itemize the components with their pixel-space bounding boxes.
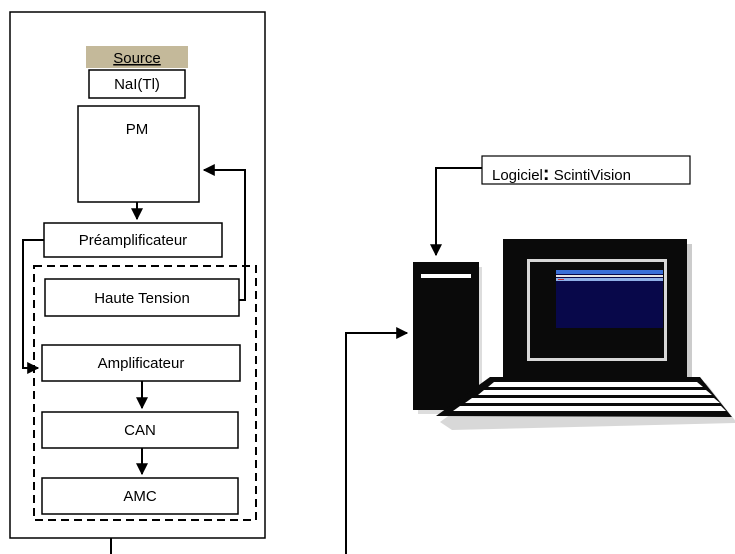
hv-to-pm-arrow bbox=[202, 164, 246, 301]
amp-box bbox=[41, 344, 241, 382]
detector-box bbox=[88, 69, 186, 99]
electronics-enclosure bbox=[33, 265, 257, 521]
software-label-box bbox=[481, 155, 691, 185]
can-label: CAN bbox=[124, 422, 156, 439]
computer-tower bbox=[413, 262, 479, 410]
amc-box bbox=[41, 477, 239, 515]
keyboard-row-2 bbox=[478, 390, 712, 395]
hv-box bbox=[44, 278, 240, 317]
software-window-toolbar bbox=[556, 278, 663, 281]
software-label: Logiciel: ScintiVision bbox=[492, 163, 631, 185]
software-window-menubar bbox=[556, 275, 663, 277]
software-label-name: ScintiVision bbox=[550, 167, 631, 184]
detector-label: NaI(Tl) bbox=[114, 76, 160, 93]
pm-label: PM bbox=[126, 121, 149, 138]
software-label-prefix: Logiciel bbox=[492, 167, 543, 184]
software-arrow bbox=[430, 167, 482, 257]
computer-input-arrow bbox=[345, 327, 409, 554]
preamp-label: Préamplificateur bbox=[79, 232, 187, 249]
pm-box bbox=[77, 105, 200, 203]
keyboard-row-4 bbox=[453, 406, 726, 411]
preamp-to-amp-arrow bbox=[22, 239, 44, 374]
source-label: Source bbox=[113, 50, 161, 67]
can-box bbox=[41, 411, 239, 449]
source-box bbox=[86, 46, 188, 68]
preamp-box bbox=[43, 222, 223, 258]
amc-label: AMC bbox=[123, 488, 157, 505]
amp-label: Amplificateur bbox=[98, 355, 185, 372]
keyboard-row-1 bbox=[488, 382, 703, 387]
software-window-icon bbox=[558, 279, 564, 280]
keyboard-row-3 bbox=[465, 398, 720, 403]
computer-icon bbox=[413, 239, 735, 430]
tower-drive-slot bbox=[421, 274, 471, 278]
hv-label: Haute Tension bbox=[94, 290, 190, 307]
software-window-titlebar bbox=[556, 270, 663, 274]
outer-frame bbox=[9, 11, 266, 539]
software-label-colon: : bbox=[543, 163, 550, 185]
